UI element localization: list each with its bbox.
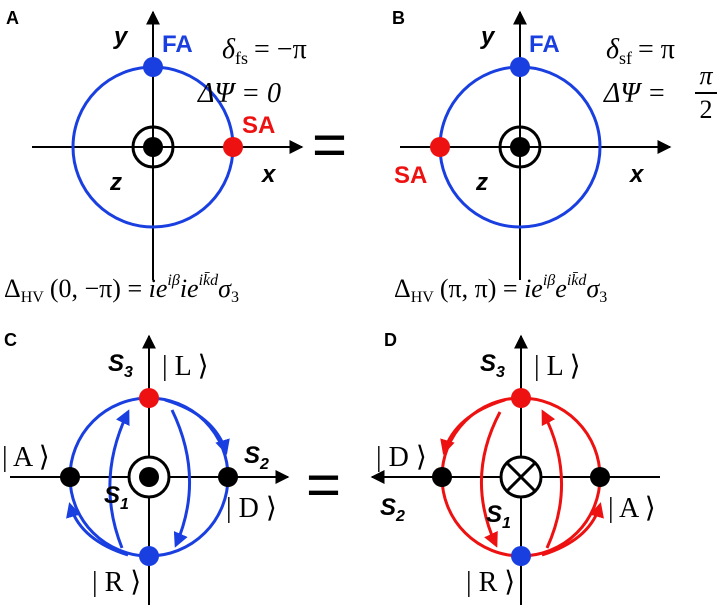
panel-c-s1-label: S1: [104, 482, 129, 513]
panel-a-letter: A: [6, 8, 19, 28]
panel-a-sa-label: SA: [242, 112, 275, 139]
panel-a-z-axis-outer-ring: [131, 125, 175, 169]
panel-a-x-label: x: [260, 161, 277, 188]
panel-c-arrow-inner-right: [170, 409, 192, 548]
panel-c-state-d-dot: [218, 467, 238, 487]
panel-c-s3-label: S3: [108, 350, 133, 381]
panel-b-dpsi-denominator: 2: [700, 95, 713, 124]
panel-d-letter: D: [384, 330, 397, 350]
panel-b-z-axis-outer-ring: [498, 125, 542, 169]
panel-b: B y FA SA x z δsf= π ΔΨ = π 2 ΔHV(π, π) …: [392, 8, 717, 306]
panel-d-s2-label: S2: [380, 494, 405, 525]
panel-d: D S3 | L ⟩ | D ⟩ S2 S1 | A ⟩ | R ⟩: [370, 330, 660, 605]
panel-c-state-d-label: | D ⟩: [226, 493, 277, 524]
equals-sign-bottom: =: [306, 451, 341, 518]
panel-b-delta-formula: δsf= π: [606, 34, 675, 68]
panel-d-state-a-label: | A ⟩: [608, 493, 656, 524]
panel-b-sa-label: SA: [394, 162, 427, 189]
panel-c-arrow-bottom-left: [66, 502, 129, 557]
panel-d-arrow-inner-right: [541, 409, 564, 549]
panel-a-hv-formula: ΔHV(0, −π) = ieiβieik̄dσ3: [4, 272, 239, 306]
panel-c-state-r-label: | R ⟩: [92, 567, 141, 598]
panel-b-fa-label: FA: [529, 31, 560, 58]
panel-d-s1-cross-b: [505, 461, 537, 493]
panel-d-arrow-top-left: [440, 398, 506, 455]
panel-d-state-d-dot: [432, 467, 452, 487]
panel-d-s3-label: S3: [480, 350, 505, 381]
panel-b-y-label: y: [480, 23, 496, 50]
panel-a-fa-label: FA: [162, 31, 193, 58]
panel-b-x-label: x: [628, 161, 645, 188]
equals-sign-top: =: [312, 111, 347, 178]
panel-c-letter: C: [4, 330, 17, 350]
panel-c-state-a-dot: [60, 467, 80, 487]
panel-b-slow-axis-dot: [430, 137, 450, 157]
panel-c-state-l-dot: [139, 388, 159, 408]
panel-d-state-l-label: | L ⟩: [534, 351, 581, 382]
panel-a-z-label: z: [109, 169, 122, 196]
panel-a-slow-axis-dot: [223, 137, 243, 157]
panel-d-arrow-bottom-right: [541, 502, 604, 557]
panel-d-state-r-dot: [511, 546, 531, 566]
panel-a-fast-axis-dot: [143, 57, 163, 77]
panel-b-fast-axis-dot: [510, 57, 530, 77]
panel-d-state-r-label: | R ⟩: [466, 567, 515, 598]
panel-a: A y FA SA x z δfs= −π ΔΨ = 0 ΔHV(0, −π) …: [4, 8, 307, 306]
panel-a-dpsi-formula: ΔΨ = 0: [197, 78, 281, 109]
panel-c: C S3 | L ⟩ | A ⟩ S2 S1 | D ⟩ | R ⟩: [2, 330, 290, 605]
panel-c-state-r-dot: [139, 546, 159, 566]
panel-c-s2-label: S2: [244, 442, 269, 473]
panel-a-y-label: y: [113, 23, 129, 50]
panel-b-dpsi-numerator: π: [699, 61, 713, 90]
panel-d-s1-label: S1: [486, 501, 511, 532]
panel-c-state-l-label: | L ⟩: [162, 351, 209, 382]
panel-c-arrow-top-right: [164, 398, 230, 455]
panel-d-state-d-label: | D ⟩: [376, 442, 427, 473]
panel-b-z-label: z: [475, 169, 488, 196]
panel-a-delta-formula: δfs= −π: [222, 34, 307, 68]
panel-d-state-a-dot: [590, 467, 610, 487]
panel-d-state-l-dot: [511, 388, 531, 408]
panel-b-letter: B: [392, 8, 405, 28]
panel-c-state-a-label: | A ⟩: [2, 442, 50, 473]
panel-c-s1-dot: [139, 467, 159, 487]
panel-b-hv-formula: ΔHV(π, π) = ieiβeik̄dσ3: [394, 272, 607, 306]
panel-d-arrow-inner-left: [480, 411, 502, 548]
panel-c-arrow-inner-left: [108, 409, 130, 549]
panel-a-z-axis-dot: [143, 137, 163, 157]
panel-b-dpsi-formula: ΔΨ =: [603, 78, 666, 109]
panel-b-z-axis-dot: [510, 137, 530, 157]
